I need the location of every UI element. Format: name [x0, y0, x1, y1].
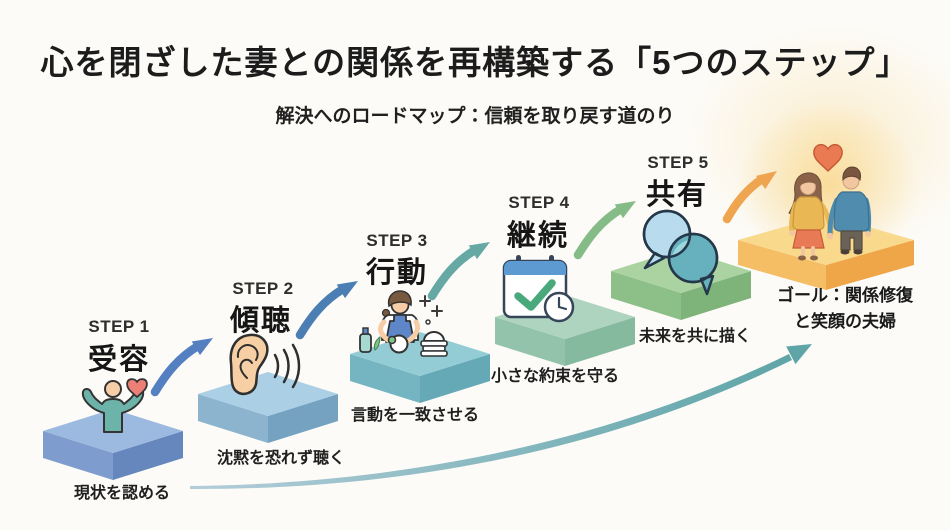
heart-icon [813, 143, 843, 173]
goal-caption: ゴール：関係修復 と笑顔の夫婦 [777, 283, 913, 334]
page-title: 心を閉ざした妻との関係を再構築する「5つのステップ」 [40, 44, 910, 81]
arrow-step-4-5 [573, 201, 636, 260]
step-2-caption: 沈黙を恐れず聴く [216, 450, 346, 467]
step-2-label: STEP 2 [232, 279, 294, 298]
goal-caption-line-2: と笑顔の夫婦 [794, 311, 896, 331]
step-2-platform [198, 372, 338, 443]
step-1-title: 受容 [87, 344, 151, 376]
step-4-caption: 小さな約束を守る [490, 368, 620, 385]
arrow-step-3-4 [427, 242, 490, 301]
page-subtitle: 解決へのロードマップ：信頼を取り戻す道のり [275, 106, 675, 127]
heart-icon [126, 378, 148, 399]
step-3-title: 行動 [365, 257, 429, 289]
step-5-title: 共有 [645, 179, 709, 211]
goal-caption-line-1: ゴール：関係修復 [777, 286, 913, 305]
step-3-caption: 言動を一致させる [350, 407, 480, 424]
arrow-step-1-2 [150, 338, 213, 397]
step-5-caption: 未来を共に描く [638, 328, 752, 345]
step-4-title: 継続 [506, 220, 570, 252]
step-1-caption: 現状を認める [73, 485, 171, 502]
dishwashing-icon [359, 290, 448, 357]
step-4-label: STEP 4 [508, 193, 570, 212]
progress-flow-arrow [190, 344, 812, 490]
calendar-check-clock-icon [502, 255, 575, 323]
goal-glow [685, 25, 950, 267]
arrow-step-2-3 [295, 281, 358, 340]
step-2-title: 傾聴 [229, 305, 293, 337]
listening-ear-icon [229, 333, 301, 396]
person-open-arms-heart-icon [81, 378, 148, 433]
step-3-platform [350, 332, 490, 403]
step-3-label: STEP 3 [366, 231, 428, 250]
speech-bubbles-icon [642, 209, 719, 296]
arrow-step-5-goal [722, 171, 777, 224]
happy-couple-heart-icon [788, 143, 872, 261]
step-5-label: STEP 5 [647, 153, 709, 172]
step-1-label: STEP 1 [88, 317, 150, 336]
